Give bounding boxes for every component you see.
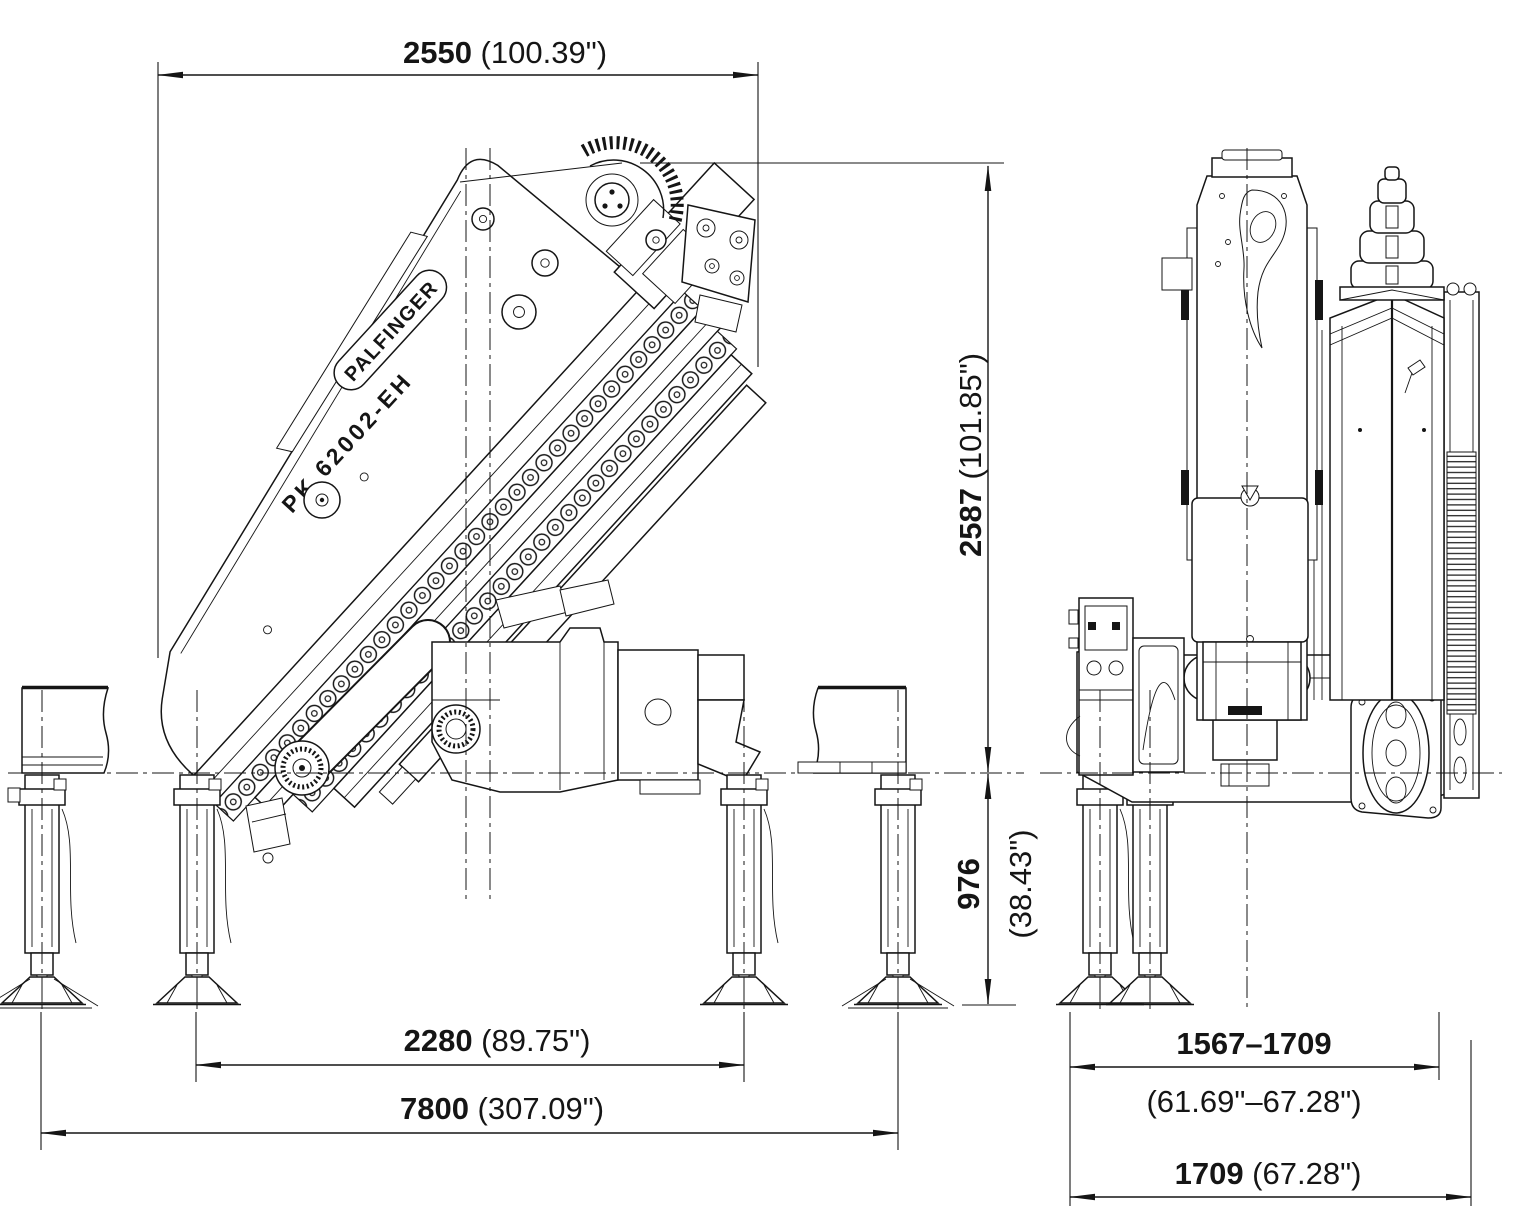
- truck-frame-left: [21, 685, 110, 774]
- slew-housing-plate: [1350, 687, 1442, 819]
- boom-stack-rear: [1313, 166, 1445, 701]
- crane-base-side: [431, 579, 762, 795]
- dim-rear-range-inch-label: (61.69"–67.28"): [1146, 1084, 1361, 1119]
- outrigger-leg: [0, 774, 99, 1009]
- dim-height-above: 2587 (101.85"): [640, 162, 1004, 773]
- dim-height-below: 976 (38.43"): [951, 773, 1038, 1006]
- palfinger-logo-badge: [333, 269, 448, 391]
- side-view: PALFINGER PK 62002-EH: [0, 136, 1024, 1012]
- boom-tail-fittings: [245, 797, 291, 864]
- truck-frame-right: [797, 685, 907, 774]
- main-boom-column-rear: [1161, 149, 1323, 721]
- dim-rear-range-label: 1567–1709: [1176, 1026, 1331, 1061]
- boom-head-brackets: [471, 204, 756, 333]
- rack-rail: [1443, 282, 1480, 799]
- dim-rear-max: 1709 (67.28"): [1069, 1040, 1472, 1206]
- dimensions: 2550 (100.39") 2587 (101.85") 976 (38.43…: [40, 35, 1472, 1206]
- dim-rear-range: 1567–1709 (61.69"–67.28"): [1069, 1012, 1440, 1206]
- dim-outer-span-label: 7800 (307.09"): [400, 1091, 604, 1126]
- outrigger-legs-side: [0, 774, 955, 1009]
- outrigger-legs-rear: [1055, 774, 1195, 1006]
- dim-top-width-label: 2550 (100.39"): [403, 35, 607, 70]
- boom-tip-stack: [1339, 166, 1445, 301]
- dim-outer-span: 7800 (307.09"): [40, 1012, 899, 1150]
- dim-height-below-inch-label: (38.43"): [1003, 829, 1038, 938]
- dim-height-above-label: 2587 (101.85"): [953, 353, 988, 557]
- boom-head-gear: [459, 136, 684, 227]
- dim-top-width: 2550 (100.39"): [157, 35, 759, 658]
- rear-view: [1040, 148, 1502, 1012]
- dim-rear-max-label: 1709 (67.28"): [1175, 1156, 1362, 1191]
- boom-link-arm: [274, 481, 451, 796]
- dim-inner-span: 2280 (89.75"): [195, 1012, 745, 1082]
- outrigger-beam-housing: [1066, 597, 1134, 776]
- dim-inner-span-label: 2280 (89.75"): [404, 1023, 591, 1058]
- control-cabinet: [1132, 637, 1185, 773]
- dim-height-below-label: 976: [951, 858, 986, 910]
